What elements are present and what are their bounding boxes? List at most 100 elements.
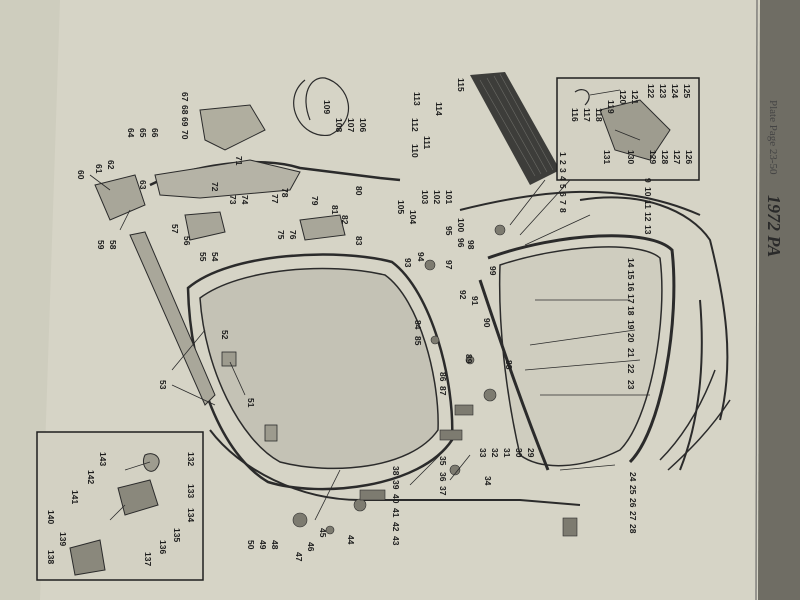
callout-30: 30 bbox=[514, 448, 524, 458]
callout-4: 4 bbox=[558, 176, 568, 181]
callout-75: 75 bbox=[276, 230, 286, 240]
callout-110: 110 bbox=[410, 144, 420, 158]
page-binding-line bbox=[755, 0, 758, 600]
callout-16: 16 bbox=[626, 282, 636, 292]
callout-109: 109 bbox=[322, 100, 332, 114]
inset-top-clip bbox=[574, 89, 590, 106]
callout-32: 32 bbox=[490, 448, 500, 458]
callout-3: 3 bbox=[558, 168, 568, 173]
callout-26: 26 bbox=[628, 498, 638, 508]
callout-64: 64 bbox=[126, 128, 136, 138]
callout-68: 68 bbox=[180, 105, 190, 115]
callout-94: 94 bbox=[416, 252, 426, 262]
callout-97: 97 bbox=[444, 260, 454, 270]
top-bracket bbox=[199, 104, 266, 151]
callout-56: 56 bbox=[182, 236, 192, 246]
deck-lid-panel bbox=[199, 267, 439, 470]
callout-69: 69 bbox=[180, 117, 190, 127]
callout-31: 31 bbox=[502, 448, 512, 458]
callout-95: 95 bbox=[444, 226, 454, 236]
callout-11: 11 bbox=[643, 200, 653, 209]
belt-molding-b bbox=[659, 369, 716, 461]
header-year: 1972 PA bbox=[764, 195, 784, 257]
leader-lines bbox=[89, 89, 650, 521]
pillar-strip bbox=[478, 279, 550, 471]
callout-34: 34 bbox=[483, 476, 493, 486]
callout-8: 8 bbox=[558, 208, 568, 213]
callout-79: 79 bbox=[310, 196, 320, 206]
callout-numbers: 1 2 3 4 5 6 7 8 9 10 11 12 13 14 15 16 1… bbox=[46, 78, 694, 566]
inset-detail-top bbox=[556, 77, 700, 181]
callout-89: 89 bbox=[464, 354, 474, 364]
callout-61: 61 bbox=[94, 164, 104, 174]
callout-13: 13 bbox=[643, 225, 653, 235]
callout-138: 138 bbox=[46, 550, 56, 564]
callout-78: 78 bbox=[280, 188, 290, 198]
callout-54: 54 bbox=[210, 252, 220, 262]
callout-121: 121 bbox=[630, 90, 640, 104]
callout-72: 72 bbox=[210, 182, 220, 192]
callout-51: 51 bbox=[246, 398, 256, 408]
callout-118: 118 bbox=[594, 108, 604, 122]
rear-window-outer-molding bbox=[487, 234, 676, 464]
rear-window-frame bbox=[498, 246, 663, 467]
callout-52: 52 bbox=[220, 330, 230, 340]
callout-134: 134 bbox=[186, 508, 196, 522]
callout-76: 76 bbox=[288, 230, 298, 240]
callout-70: 70 bbox=[180, 130, 190, 140]
callout-120: 120 bbox=[618, 90, 628, 104]
vent-grille-slots bbox=[479, 73, 554, 177]
book-edge bbox=[758, 0, 800, 600]
callout-60: 60 bbox=[76, 170, 86, 180]
callout-102: 102 bbox=[432, 190, 442, 204]
callout-63: 63 bbox=[138, 180, 148, 190]
callout-84: 84 bbox=[413, 320, 423, 330]
callout-135: 135 bbox=[172, 528, 182, 542]
inset-bottom-frame bbox=[36, 431, 204, 581]
callout-59: 59 bbox=[96, 240, 106, 250]
callout-128: 128 bbox=[660, 150, 670, 164]
callout-108: 108 bbox=[334, 118, 344, 132]
callout-50: 50 bbox=[246, 540, 256, 550]
callout-127: 127 bbox=[672, 150, 682, 164]
callout-115: 115 bbox=[456, 78, 466, 92]
callout-125: 125 bbox=[682, 84, 692, 98]
callout-113: 113 bbox=[412, 92, 422, 106]
callout-25: 25 bbox=[628, 485, 638, 495]
callout-15: 15 bbox=[626, 270, 636, 280]
callout-40: 40 bbox=[391, 494, 401, 504]
callout-46: 46 bbox=[306, 542, 316, 552]
cable-loop bbox=[293, 77, 349, 136]
callout-6: 6 bbox=[558, 192, 568, 197]
callout-17: 17 bbox=[626, 294, 636, 304]
inset-bottom-socket bbox=[142, 453, 160, 472]
callout-62: 62 bbox=[106, 160, 116, 170]
callout-129: 129 bbox=[648, 150, 658, 164]
callout-88: 88 bbox=[504, 360, 514, 370]
callout-18: 18 bbox=[626, 306, 636, 316]
callout-111: 111 bbox=[422, 136, 432, 150]
callout-116: 116 bbox=[570, 108, 580, 122]
striker-plate bbox=[299, 214, 346, 241]
callout-41: 41 bbox=[391, 508, 401, 518]
callout-80: 80 bbox=[354, 186, 364, 196]
callout-87: 87 bbox=[438, 386, 448, 396]
callout-99: 99 bbox=[488, 266, 498, 276]
callout-132: 132 bbox=[186, 452, 196, 466]
callout-86: 86 bbox=[438, 372, 448, 382]
callout-124: 124 bbox=[670, 84, 680, 98]
callout-23: 23 bbox=[626, 380, 636, 390]
callout-126: 126 bbox=[684, 150, 694, 164]
hinge-body bbox=[154, 159, 301, 199]
callout-35: 35 bbox=[438, 456, 448, 466]
inset-detail-bottom bbox=[36, 431, 204, 581]
callout-106: 106 bbox=[358, 118, 368, 132]
callout-82: 82 bbox=[340, 215, 350, 225]
vent-grille-panel bbox=[470, 72, 560, 185]
callout-58: 58 bbox=[108, 240, 118, 250]
callout-7: 7 bbox=[558, 200, 568, 205]
callout-2: 2 bbox=[558, 160, 568, 165]
callout-14: 14 bbox=[626, 258, 636, 268]
callout-91: 91 bbox=[470, 296, 480, 306]
callout-73: 73 bbox=[228, 195, 238, 205]
